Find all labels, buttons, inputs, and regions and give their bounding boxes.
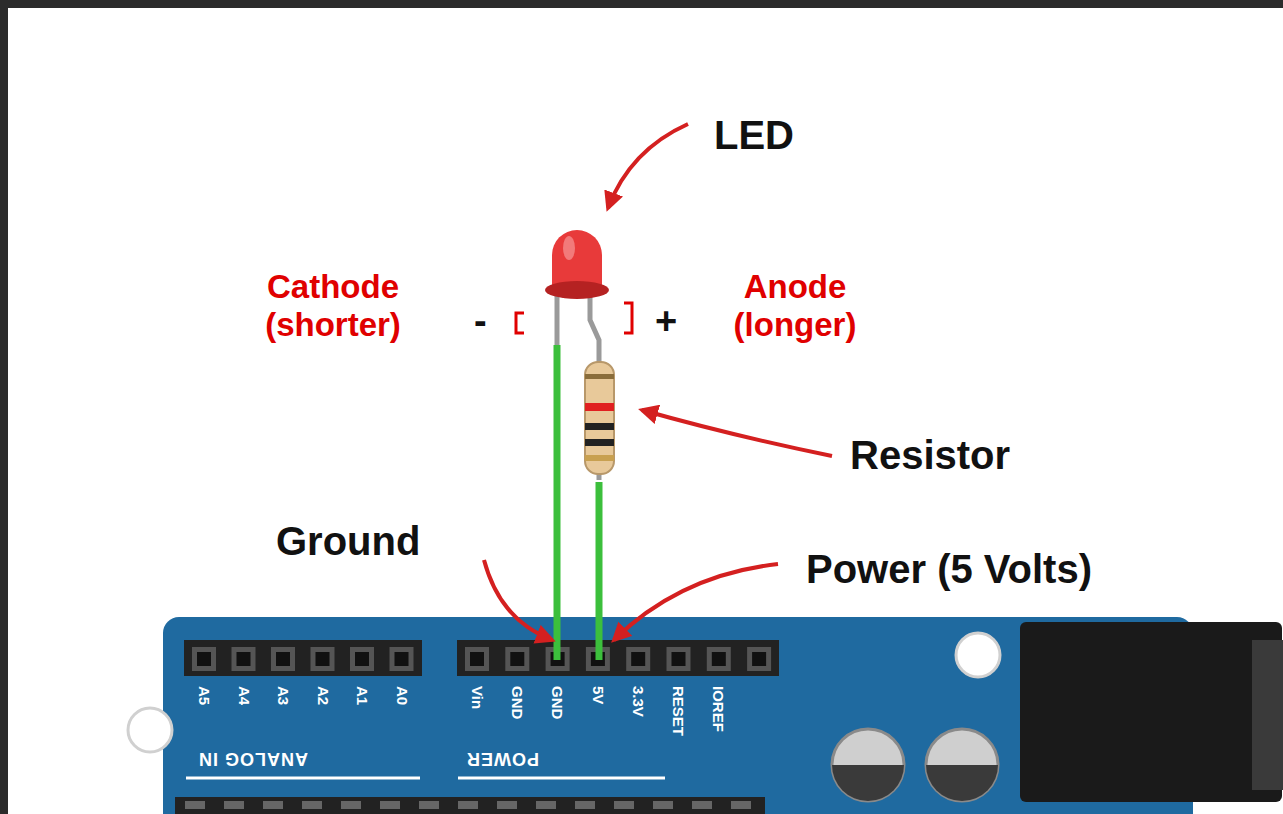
header-pins — [192, 647, 771, 671]
leader-arrow — [484, 560, 552, 640]
pin-name: A5 — [196, 686, 212, 705]
header-pins — [185, 801, 751, 809]
pin-name: A4 — [236, 686, 252, 705]
pin-name: RESET — [670, 686, 686, 736]
analog-header — [184, 640, 422, 676]
frame — [0, 0, 8, 814]
power-jack — [1252, 640, 1283, 790]
wire — [596, 482, 603, 660]
pin-name: GND — [509, 686, 525, 719]
pin-name: GND — [549, 686, 565, 719]
terminal-label: Cathode (shorter) — [238, 268, 428, 344]
led-symbol — [545, 230, 609, 299]
pin-name: IOREF — [710, 686, 726, 732]
leader-arrow — [614, 564, 778, 640]
polarity-sign: - — [474, 300, 487, 344]
digital-header — [175, 797, 765, 814]
resistor-symbol — [585, 362, 614, 474]
pin-name: 3.3V — [630, 686, 646, 717]
callout-label: Resistor — [850, 432, 1010, 478]
pin-name: A3 — [275, 686, 291, 705]
callout-label: Ground — [276, 518, 420, 564]
polarity-sign: + — [655, 300, 677, 344]
power-header — [457, 640, 779, 676]
mount-hole — [128, 708, 172, 752]
callout-label: LED — [714, 112, 794, 158]
terminal-label: Anode (longer) — [700, 268, 890, 344]
section-label: POWER — [466, 748, 539, 769]
section-line — [458, 777, 665, 780]
cathode-leg — [555, 295, 560, 350]
wire — [554, 345, 561, 660]
pin-name: 5V — [590, 686, 606, 704]
section-label: ANALOG IN — [198, 748, 308, 769]
pin-name: A1 — [354, 686, 370, 705]
bracket — [624, 303, 632, 333]
callout-label: Power (5 Volts) — [806, 546, 1092, 592]
leader-arrow — [608, 124, 688, 208]
pin-name: A0 — [394, 686, 410, 705]
mount-hole — [956, 633, 1000, 677]
capacitor — [832, 729, 998, 801]
bracket — [516, 313, 524, 333]
pin-name: Vin — [469, 686, 485, 709]
frame — [0, 0, 1283, 8]
section-line — [186, 777, 420, 780]
leader-arrow — [642, 410, 832, 456]
power-jack — [1020, 622, 1282, 802]
pin-name: A2 — [315, 686, 331, 705]
